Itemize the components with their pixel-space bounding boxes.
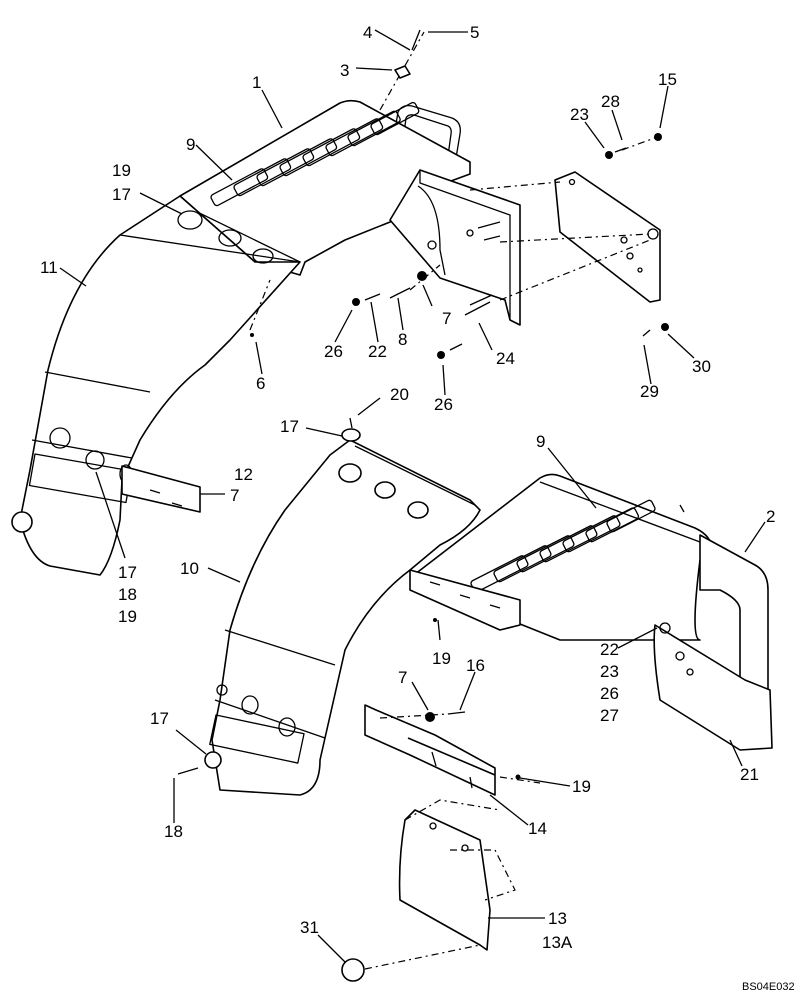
callout-labels: 1 2 3 4 5 6 7 7 7 8 9 9 10 11 12 13 13A … (40, 23, 795, 993)
callout-22-upper: 22 (368, 342, 387, 361)
callout-26-center: 26 (434, 395, 453, 414)
callout-21: 21 (740, 765, 759, 784)
callout-2: 2 (766, 507, 775, 526)
top-vent-slots (210, 101, 420, 207)
callout-27: 27 (600, 706, 619, 725)
callout-8: 8 (398, 330, 407, 349)
callout-22-lower: 22 (600, 640, 619, 659)
callout-11: 11 (40, 258, 58, 277)
callout-15: 15 (658, 70, 677, 89)
callout-13a: 13A (542, 933, 573, 952)
leader-lines (59, 29, 766, 963)
left-fender-assembly (11, 29, 669, 576)
callout-9-upper: 9 (186, 135, 195, 154)
callout-18-lower: 18 (164, 822, 183, 841)
callout-17-lower: 17 (150, 709, 169, 728)
callout-16: 16 (466, 656, 485, 675)
callout-4: 4 (363, 23, 372, 42)
callout-14: 14 (528, 819, 547, 838)
callout-19-center: 19 (432, 649, 451, 668)
callout-19-lower: 19 (572, 777, 591, 796)
right-fender-assembly (177, 417, 773, 982)
callout-12: 12 (234, 465, 253, 484)
callout-6: 6 (256, 374, 265, 393)
callout-19-left: 19 (118, 607, 137, 626)
callout-24: 24 (496, 349, 515, 368)
callout-28: 28 (601, 92, 620, 111)
callout-17-upper: 17 (112, 185, 131, 204)
callout-20: 20 (390, 385, 409, 404)
callout-7-left: 7 (230, 486, 239, 505)
callout-18-left: 18 (118, 585, 137, 604)
callout-10: 10 (180, 559, 199, 578)
callout-1: 1 (252, 73, 261, 92)
callout-5: 5 (470, 23, 479, 42)
callout-23-lower: 23 (600, 662, 619, 681)
lower-vent-slots (470, 499, 656, 593)
callout-17-left: 17 (118, 563, 137, 582)
callout-7-upper: 7 (442, 309, 451, 328)
callout-26-upper: 26 (324, 342, 343, 361)
callout-13: 13 (548, 909, 567, 928)
callout-23-upper: 23 (570, 105, 589, 124)
callout-19-upper: 19 (112, 161, 131, 180)
figure-code: BS04E032 (742, 981, 795, 993)
callout-17-center: 17 (280, 417, 299, 436)
callout-26-lower: 26 (600, 684, 619, 703)
callout-3: 3 (340, 61, 349, 80)
callout-9-lower: 9 (536, 432, 545, 451)
callout-7-lower: 7 (398, 668, 407, 687)
callout-29: 29 (640, 382, 659, 401)
callout-30: 30 (692, 357, 711, 376)
callout-31: 31 (300, 918, 319, 937)
